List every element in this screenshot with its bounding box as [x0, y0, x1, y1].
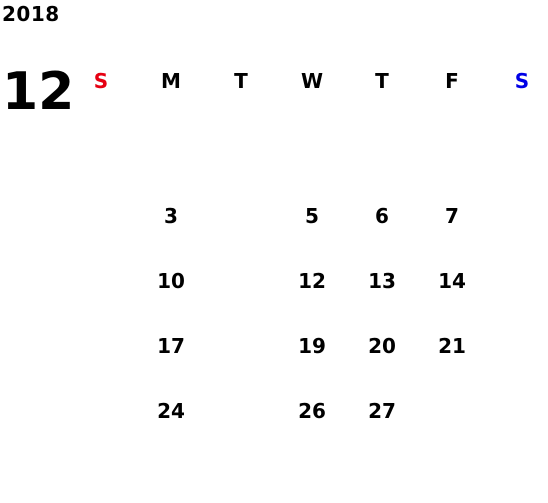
- day-number: 16: [87, 334, 115, 358]
- day-number: 24: [157, 399, 185, 423]
- day-cell-11[interactable]: 11: [215, 255, 267, 307]
- weekday-wed: W: [300, 69, 324, 93]
- weekday-thu: T: [375, 69, 389, 93]
- day-cell-26[interactable]: 26: [286, 385, 338, 437]
- day-number: 21: [438, 334, 466, 358]
- day-number: 28: [438, 399, 466, 423]
- day-cell-7[interactable]: 7: [426, 190, 478, 242]
- day-cell-29[interactable]: 29: [496, 385, 548, 437]
- day-cell-8[interactable]: 8: [496, 190, 548, 242]
- day-cell-15[interactable]: 15: [496, 255, 548, 307]
- day-number: 2: [94, 204, 108, 228]
- day-number: 20: [368, 334, 396, 358]
- day-number: 15: [508, 269, 536, 293]
- day-number: 13: [368, 269, 396, 293]
- day-cell-24[interactable]: 24: [145, 385, 197, 437]
- day-cell-10[interactable]: 10: [145, 255, 197, 307]
- day-cell-3[interactable]: 3: [145, 190, 197, 242]
- day-cell-23[interactable]: 23: [75, 385, 127, 437]
- day-cell-6[interactable]: 6: [356, 190, 408, 242]
- weekday-tue: T: [234, 69, 248, 93]
- day-number: 14: [438, 269, 466, 293]
- day-number: 27: [368, 399, 396, 423]
- day-number: 12: [298, 269, 326, 293]
- day-number: 4: [234, 204, 248, 228]
- day-cell-4[interactable]: 4: [215, 190, 267, 242]
- day-cell-2[interactable]: 2: [75, 190, 127, 242]
- day-cell-30[interactable]: 30: [75, 450, 127, 502]
- day-number: 10: [157, 269, 185, 293]
- day-number: 7: [445, 204, 459, 228]
- day-number: 18: [227, 334, 255, 358]
- day-number: 25: [227, 399, 255, 423]
- day-cell-19[interactable]: 19: [286, 320, 338, 372]
- day-number: 3: [164, 204, 178, 228]
- day-cell-16[interactable]: 16: [75, 320, 127, 372]
- day-cell-25[interactable]: 25: [215, 385, 267, 437]
- weekday-sun: S: [93, 69, 109, 93]
- day-cell-28[interactable]: 28: [426, 385, 478, 437]
- day-cell-12[interactable]: 12: [286, 255, 338, 307]
- day-number: 9: [94, 269, 108, 293]
- day-cell-27[interactable]: 27: [356, 385, 408, 437]
- weekday-fri: F: [445, 69, 459, 93]
- day-cell-14[interactable]: 14: [426, 255, 478, 307]
- year-label: 2018: [2, 2, 60, 26]
- day-number: 26: [298, 399, 326, 423]
- weekday-mon: M: [161, 69, 181, 93]
- day-number: 19: [298, 334, 326, 358]
- day-cell-31[interactable]: 31: [145, 450, 197, 502]
- day-number: 29: [508, 399, 536, 423]
- day-number: 6: [375, 204, 389, 228]
- day-number: 30: [87, 464, 115, 488]
- day-number: 17: [157, 334, 185, 358]
- weekday-sat: S: [514, 69, 530, 93]
- day-cell-13[interactable]: 13: [356, 255, 408, 307]
- day-cell-20[interactable]: 20: [356, 320, 408, 372]
- day-number: 1: [515, 140, 529, 164]
- day-cell-22[interactable]: 22: [496, 320, 548, 372]
- day-cell-1[interactable]: 1: [496, 126, 548, 178]
- day-cell-18[interactable]: 18: [215, 320, 267, 372]
- month-number: 12: [2, 62, 75, 122]
- day-cell-17[interactable]: 17: [145, 320, 197, 372]
- day-cell-9[interactable]: 9: [75, 255, 127, 307]
- day-cell-5[interactable]: 5: [286, 190, 338, 242]
- day-number: 23: [87, 399, 115, 423]
- day-cell-21[interactable]: 21: [426, 320, 478, 372]
- day-number: 22: [508, 334, 536, 358]
- day-number: 31: [157, 464, 185, 488]
- day-number: 8: [515, 204, 529, 228]
- day-number: 11: [227, 269, 255, 293]
- day-number: 5: [305, 204, 319, 228]
